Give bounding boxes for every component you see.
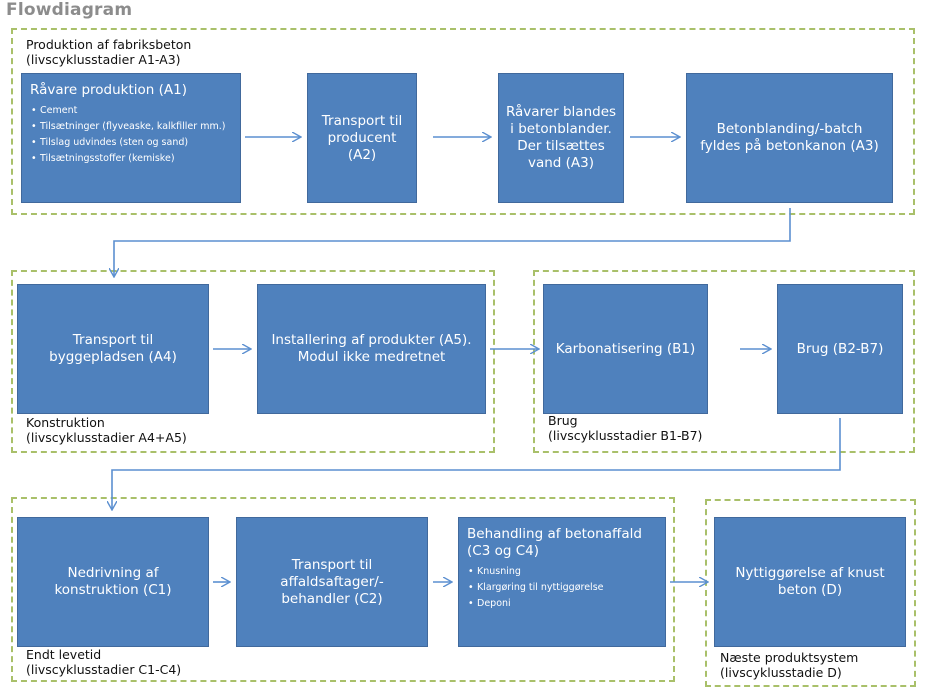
- box-a4-line: Transport til: [72, 332, 154, 348]
- list-item: Tilsætningsstoffer (kemiske): [31, 153, 225, 165]
- box-d-recovery: Nyttiggørelse af knust beton (D): [714, 517, 906, 647]
- list-item: Tilsætninger (flyveaske, kalkfiller mm.): [31, 121, 225, 133]
- group-construction-label-line2: (livscyklusstadier A4+A5): [26, 430, 187, 445]
- group-use-label-line2: (livscyklusstadier B1-B7): [548, 428, 703, 443]
- box-a4-line: byggepladsen (A4): [49, 349, 177, 365]
- box-a5-installation: Installering af produkter (A5). Modul ik…: [257, 284, 486, 414]
- list-item: Cement: [31, 105, 225, 117]
- box-a1-list: Cement Tilsætninger (flyveaske, kalkfill…: [30, 105, 225, 169]
- box-c1-demolition: Nedrivning af konstruktion (C1): [17, 517, 209, 647]
- list-item: Tilslag udvindes (sten og sand): [31, 137, 225, 149]
- group-production-label: Produktion af fabriksbeton (livscyklusst…: [26, 37, 191, 67]
- box-a3-mixing-line: Der tilsættes: [517, 138, 605, 154]
- box-c2-transport-to-waste-handler: Transport til affaldsaftager/- behandler…: [236, 517, 428, 647]
- box-a1-raw-material-production: Råvare produktion (A1) Cement Tilsætning…: [21, 73, 241, 203]
- group-construction-label: Konstruktion (livscyklusstadier A4+A5): [26, 415, 187, 445]
- group-next-product-system-label-line2: (livscyklusstadie D): [720, 665, 842, 680]
- box-a2-transport-to-producer: Transport til producent (A2): [307, 73, 417, 203]
- box-c3-title: Behandling af betonaffald (C3 og C4): [467, 526, 642, 559]
- box-d-line: Nyttiggørelse af knust: [735, 565, 885, 581]
- box-a3-batch-line: fyldes på betonkanon (A3): [700, 138, 879, 154]
- box-a3-mixing-line: Råvarer blandes: [505, 104, 617, 120]
- box-c2-line: affaldsaftager/-: [280, 573, 384, 590]
- group-end-of-life: [11, 497, 675, 682]
- box-a3-mixing: Råvarer blandes i betonblander. Der tils…: [498, 73, 624, 203]
- group-next-product-system-label: Næste produktsystem (livscyklusstadie D): [720, 650, 858, 680]
- group-construction: [11, 270, 495, 453]
- box-c3-list: Knusning Klargøring til nyttiggørelse De…: [467, 566, 604, 614]
- box-a5-line: Installering af produkter (A5).: [271, 332, 472, 348]
- group-use-label-line1: Brug: [548, 413, 578, 428]
- group-end-of-life-label-line1: Endt levetid: [26, 647, 102, 662]
- group-next-product-system: [705, 499, 916, 687]
- box-b1-carbonation: Karbonatisering (B1): [543, 284, 708, 414]
- box-c1-line: Nedrivning af: [67, 565, 159, 581]
- group-use-label: Brug (livscyklusstadier B1-B7): [548, 413, 702, 443]
- box-d-line: beton (D): [777, 582, 843, 598]
- list-item: Knusning: [468, 566, 604, 578]
- box-a5-line: Modul ikke medretnet: [297, 349, 446, 365]
- box-a3-mixing-line: i betonblander.: [510, 121, 612, 137]
- box-a2-line: (A2): [347, 146, 377, 163]
- group-end-of-life-label-line2: (livscyklusstadier C1-C4): [26, 662, 182, 677]
- box-c3-c4-waste-treatment: Behandling af betonaffald (C3 og C4) Knu…: [458, 517, 666, 647]
- box-c1-line: konstruktion (C1): [54, 582, 172, 598]
- group-production: [11, 28, 915, 215]
- box-b2-b7-use: Brug (B2-B7): [777, 284, 903, 414]
- group-construction-label-line1: Konstruktion: [26, 415, 105, 430]
- arrow-a3-to-a4: [114, 208, 791, 276]
- box-a2-line: producent: [327, 129, 397, 146]
- group-production-label-line1: Produktion af fabriksbeton: [26, 37, 192, 52]
- group-production-label-line2: (livscyklusstadier A1-A3): [26, 52, 181, 67]
- box-a3-mixing-line: vand (A3): [527, 155, 595, 171]
- box-b2-line: Brug (B2-B7): [796, 340, 884, 357]
- box-c2-line: behandler (C2): [281, 590, 383, 607]
- group-end-of-life-label: Endt levetid (livscyklusstadier C1-C4): [26, 647, 181, 677]
- box-c2-line: Transport til: [291, 556, 373, 573]
- arrow-b2-to-c1: [112, 418, 841, 509]
- box-a3-batch-line: Betonblanding/-batch: [716, 121, 863, 137]
- list-item: Deponi: [468, 598, 604, 610]
- box-a2-line: Transport til: [321, 112, 403, 129]
- group-use: [533, 270, 915, 453]
- box-b1-line: Karbonatisering (B1): [555, 340, 696, 357]
- box-a4-transport-to-site: Transport til byggepladsen (A4): [17, 284, 209, 414]
- box-a1-title: Råvare produktion (A1): [30, 82, 188, 98]
- list-item: Klargøring til nyttiggørelse: [468, 582, 603, 594]
- diagram-title: Flowdiagram: [6, 0, 133, 20]
- group-next-product-system-label-line1: Næste produktsystem: [720, 650, 859, 665]
- box-a3-batch-filling: Betonblanding/-batch fyldes på betonkano…: [686, 73, 893, 203]
